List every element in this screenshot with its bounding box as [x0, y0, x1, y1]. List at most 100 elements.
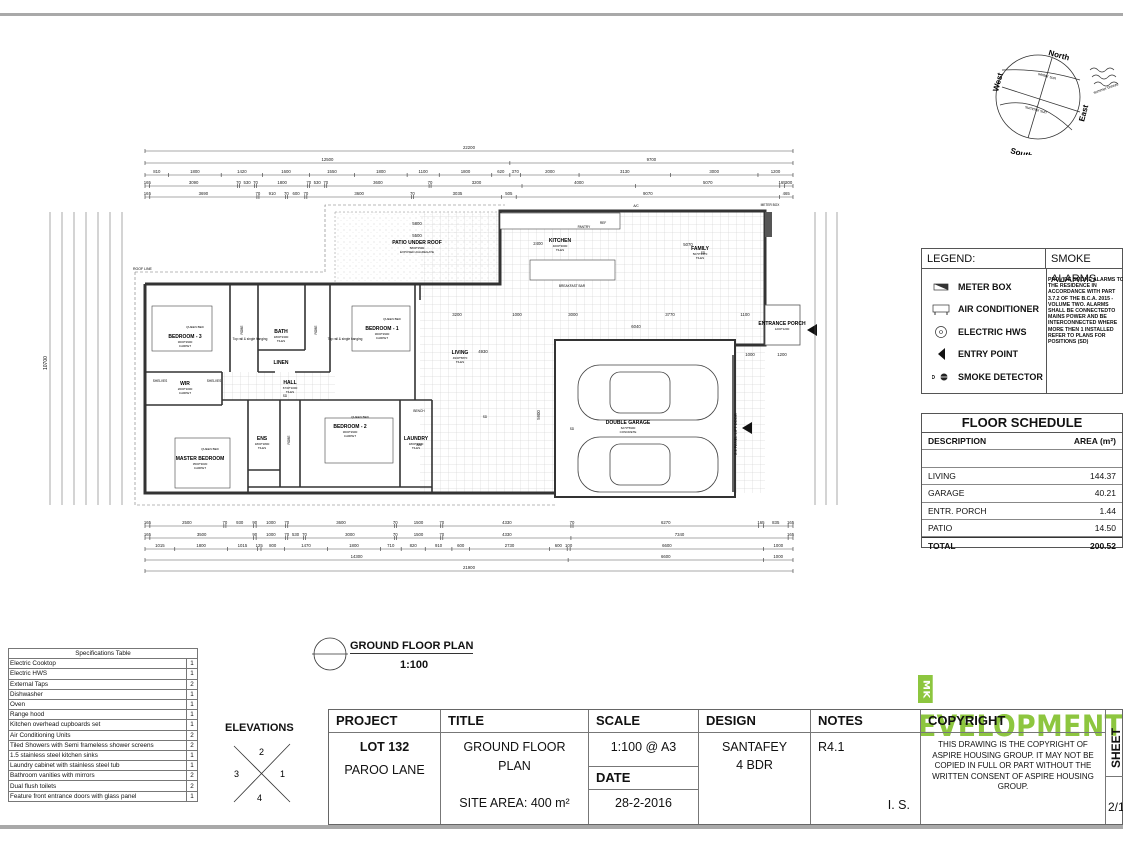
bed-label: QUEEN BED — [351, 415, 370, 419]
dim-value: 3130 — [620, 169, 630, 174]
dim-value: 1015 — [155, 543, 165, 548]
dim-value: 21900 — [463, 565, 476, 570]
dim-value: 70 — [439, 520, 444, 525]
dim-value: 70 — [303, 191, 308, 196]
dim-value: 1550 — [327, 169, 337, 174]
entrance-porch-area — [764, 304, 801, 346]
dim-value: 70 — [236, 180, 241, 185]
fridge-label: REF — [600, 221, 606, 225]
dim-value: 1200 — [771, 169, 781, 174]
table-row: Laundry cabinet with stainless steel tub… — [8, 760, 198, 772]
spec-qty: 2 — [186, 678, 198, 690]
room-size: 1800*1800 — [255, 442, 270, 446]
dim-value: 910 — [269, 191, 277, 196]
design-name: SANTAFEY — [721, 740, 788, 754]
dim-value: 90 — [252, 532, 257, 537]
dim-garage-height: 5900 — [536, 410, 541, 420]
company-logo: MKEVELOPMENTS — [918, 675, 1123, 743]
spec-item: Dishwasher — [8, 688, 187, 700]
sd-label: SD — [701, 251, 706, 255]
electric-hws-icon — [935, 326, 947, 338]
spec-item: Laundry cabinet with stainless steel tub — [8, 760, 187, 772]
row-area: 144.37 — [1090, 470, 1116, 481]
spec-item: Electric HWS — [8, 668, 187, 680]
legend-item-meter-box: METER BOX — [922, 277, 1046, 297]
sheet-column: SHEET 2/1 — [1106, 710, 1123, 824]
dim-value: 70 — [253, 180, 258, 185]
total-area: 200.52 — [1090, 541, 1116, 552]
floor-schedule-blank-row — [922, 450, 1122, 468]
elevation-2: 2 — [259, 747, 264, 757]
cars — [577, 364, 719, 493]
dim-kitchen-width: 2400 — [533, 241, 543, 246]
dim-value: 1000 — [266, 520, 276, 525]
spec-item: Dual flush toilets — [8, 780, 187, 792]
spec-qty: 1 — [186, 749, 198, 762]
dim-living-c: 3000 — [568, 312, 578, 317]
dim-value: 22200 — [463, 145, 476, 150]
summer-breeze-label: summer breeze — [1093, 82, 1119, 95]
sd-label: SD — [283, 394, 288, 398]
dim-value: 70 — [439, 532, 444, 537]
project-column: PROJECT LOT 132 PAROO LANE — [329, 710, 441, 824]
room-finish: CARPET — [344, 434, 356, 438]
dim-living-a: 3200 — [452, 312, 462, 317]
dim-value: 70 — [323, 180, 328, 185]
dim-value: 3000 — [345, 532, 355, 537]
elevations-title: ELEVATIONS — [225, 722, 294, 734]
dim-value: 1800 — [461, 169, 471, 174]
room-name: WIR — [180, 381, 190, 387]
robe-label: ROBE — [240, 325, 244, 334]
bed-label: QUEEN BED — [201, 447, 220, 451]
smoke-detector-icon: SD — [932, 373, 948, 381]
row-desc: ENTR. PORCH — [928, 505, 987, 516]
dim-porch-a: 1000 — [745, 352, 755, 357]
site-area: SITE AREA: 400 m² — [459, 796, 570, 810]
room-size: 3000*2900 — [343, 430, 358, 434]
room-finish: CONCRETE — [620, 430, 637, 434]
dim-value: 4330 — [502, 532, 512, 537]
spec-item: Range hood — [8, 709, 187, 721]
table-row: Tiled Showers with Semi frameless shower… — [8, 739, 198, 751]
room-name: KITCHEN — [549, 238, 572, 244]
smoke-alarms-title: SMOKE ALARMS — [1046, 249, 1122, 285]
dim-value: 600 — [555, 543, 563, 548]
dim-value: 1500 — [414, 520, 424, 525]
room-name: ENTRANCE PORCH — [758, 321, 806, 327]
room-finish: TILES — [258, 446, 266, 450]
room-finish: CARPET — [376, 336, 388, 340]
sheet-number: 2/1 — [1108, 800, 1123, 814]
spec-qty: 1 — [186, 688, 198, 700]
dim-value: 6600 — [661, 554, 671, 559]
dim-value: 70 — [428, 180, 433, 185]
dim-value: 1500 — [414, 532, 424, 537]
dim-value: 70 — [284, 191, 289, 196]
dim-value: 6600 — [662, 543, 672, 548]
east-west-arrow — [1001, 86, 1081, 113]
dim-value: 5070 — [703, 180, 713, 185]
legend-label: ENTRY POINT — [958, 349, 1019, 359]
dim-value: 930 — [236, 520, 244, 525]
room-name: ENS — [257, 436, 268, 442]
bench-label: BENCH — [413, 409, 425, 413]
dim-value: 7340 — [675, 532, 685, 537]
dim-value: 4000 — [574, 180, 584, 185]
dim-value: 3690 — [199, 191, 209, 196]
garage-door-label: 2.4 PANEL LIFT DOOR — [733, 413, 738, 455]
legend-item-air-conditioner: AIR CONDITIONER — [922, 299, 1046, 319]
kitchen-bench — [499, 212, 621, 230]
dim-value: 3600 — [336, 520, 346, 525]
room-name: BATH — [274, 329, 288, 335]
dim-value: 70 — [284, 532, 289, 537]
title-column: TITLE GROUND FLOOR PLAN SITE AREA: 400 m… — [441, 710, 589, 824]
notes-initials: I. S. — [887, 798, 910, 812]
dim-value: 3600 — [354, 191, 364, 196]
dim-value: 70 — [570, 520, 575, 525]
spec-item: Oven — [8, 698, 187, 711]
